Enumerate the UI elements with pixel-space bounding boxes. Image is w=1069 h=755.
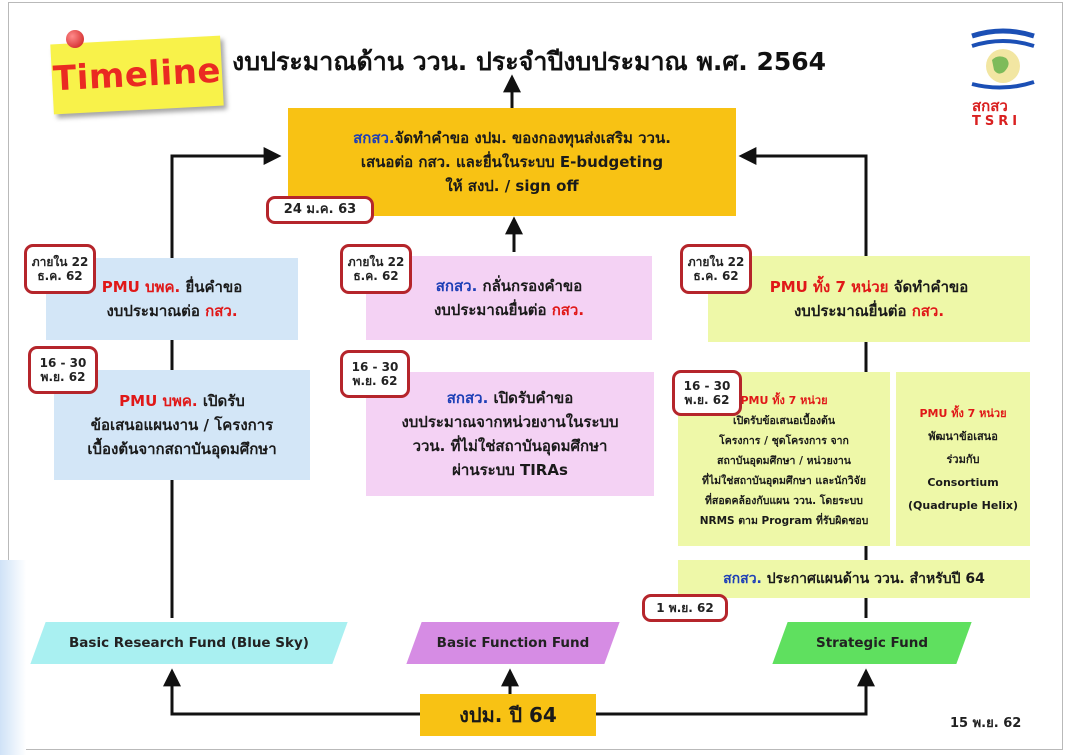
- right-open-line-4: ที่ไม่ใช่สถาบันอุดมศึกษา และนักวิจัย: [701, 475, 866, 487]
- right-open-line-2: โครงการ / ชุดโครงการ จาก: [719, 435, 849, 447]
- right-develop-line-3: Consortium: [927, 475, 999, 489]
- left-submit-org: PMU บพค.: [101, 278, 181, 296]
- arrow-bottom-left: [163, 668, 420, 716]
- slide-frame: [8, 2, 1063, 750]
- date-badge-within-middle: ภายใน 22 ธ.ค. 62: [340, 244, 412, 294]
- logo-thai: สกสว: [972, 97, 1008, 115]
- middle-open-line3: ววน. ที่ไม่ใช่สถาบันอุดมศึกษา: [412, 437, 608, 455]
- right-develop-org: PMU ทั้ง 7 หน่วย: [919, 406, 1007, 420]
- fund-basic-research-label: Basic Research Fund (Blue Sky): [69, 635, 309, 651]
- date-badge-announce: 1 พ.ย. 62: [642, 594, 728, 622]
- date-badge-jan: 24 ม.ค. 63: [266, 196, 374, 224]
- left-submit-target: กสว.: [205, 302, 238, 320]
- fund-basic-research: Basic Research Fund (Blue Sky): [30, 622, 348, 664]
- tsri-logo: สกสว TSRI: [968, 24, 1048, 144]
- fund-basic-function: Basic Function Fund: [406, 622, 620, 664]
- date-badge-nov-left: 16 - 30 พ.ย. 62: [28, 346, 98, 394]
- right-prep-org: PMU ทั้ง 7 หน่วย: [769, 278, 889, 296]
- middle-filter-target: กสว.: [551, 301, 585, 319]
- right-prep-line2: งบประมาณยื่นต่อ: [793, 302, 907, 320]
- middle-open-box: สกสว. เปิดรับคำขอ งบประมาณจากหน่วยงานในร…: [366, 372, 654, 496]
- date-badge-nov-middle: 16 - 30 พ.ย. 62: [340, 350, 410, 398]
- right-develop-line-4: (Quadruple Helix): [907, 498, 1019, 512]
- left-open-line2: ข้อเสนอแผนงาน / โครงการ: [90, 416, 274, 434]
- fund-strategic: Strategic Fund: [772, 622, 972, 664]
- side-gradient: [0, 560, 26, 755]
- right-open-line-5: ที่สอดคล้องกับแผน ววน. โดยระบบ: [705, 495, 863, 507]
- right-prep-target: กสว.: [911, 302, 945, 320]
- middle-open-line4: ผ่านระบบ TIRAs: [452, 461, 568, 479]
- left-submit-line2: งบประมาณต่อ: [106, 302, 200, 320]
- right-open-line-1: เปิดรับข้อเสนอเบื้องต้น: [732, 415, 836, 427]
- right-announce-rest: ประกาศแผนด้าน ววน. สำหรับปี 64: [766, 571, 985, 587]
- middle-filter-org: สกสว.: [435, 277, 478, 295]
- top-line1: จัดทำคำขอ งปม. ของกองทุนส่งเสริม ววน.: [394, 129, 671, 147]
- right-develop-box: PMU ทั้ง 7 หน่วย พัฒนาข้อเสนอ ร่วมกับ Co…: [896, 372, 1030, 546]
- top-line2: เสนอต่อ กสว. และยื่นในระบบ E-budgeting: [360, 153, 664, 171]
- top-line3: ให้ สงป. / sign off: [445, 177, 579, 195]
- right-develop-line-1: พัฒนาข้อเสนอ: [928, 429, 998, 443]
- middle-filter-line2: งบประมาณยื่นต่อ: [433, 301, 547, 319]
- timeline-label: Timeline: [52, 50, 222, 100]
- left-open-org: PMU บพค.: [119, 392, 198, 410]
- left-open-line1: เปิดรับ: [202, 392, 245, 410]
- right-announce-box: สกสว. ประกาศแผนด้าน ววน. สำหรับปี 64: [678, 560, 1030, 598]
- globe-logo-icon: [971, 28, 1035, 90]
- middle-open-line1: เปิดรับคำขอ: [493, 389, 574, 407]
- logo-english: TSRI: [972, 114, 1022, 129]
- right-open-line-3: สถาบันอุดมศึกษา / หน่วยงาน: [717, 455, 851, 467]
- middle-open-line2: งบประมาณจากหน่วยงานในระบบ: [401, 413, 619, 431]
- date-badge-within-right: ภายใน 22 ธ.ค. 62: [680, 244, 752, 294]
- page-title: งบประมาณด้าน ววน. ประจำปีงบประมาณ พ.ศ. 2…: [232, 47, 827, 76]
- date-badge-nov-right: 16 - 30 พ.ย. 62: [672, 370, 742, 416]
- budget-year-label: งปม. ปี 64: [459, 703, 557, 727]
- middle-filter-line1: กลั่นกรองคำขอ: [482, 277, 583, 295]
- fund-strategic-label: Strategic Fund: [816, 635, 928, 651]
- right-open-org: PMU ทั้ง 7 หน่วย: [740, 394, 828, 407]
- right-open-line-6: NRMS ตาม Program ที่รับผิดชอบ: [699, 515, 869, 527]
- budget-year-box: งปม. ปี 64: [420, 694, 596, 736]
- arrow-bottom-right: [596, 668, 875, 716]
- date-badge-within-left: ภายใน 22 ธ.ค. 62: [24, 244, 96, 294]
- middle-open-org: สกสว.: [446, 389, 489, 407]
- right-prep-box: PMU ทั้ง 7 หน่วย จัดทำคำขอ งบประมาณยื่นต…: [708, 256, 1030, 342]
- right-develop-line-2: ร่วมกับ: [946, 452, 980, 466]
- footer-date: 15 พ.ย. 62: [950, 716, 1022, 731]
- left-open-line3: เบื้องต้นจากสถาบันอุดมศึกษา: [87, 440, 277, 458]
- right-announce-org: สกสว.: [723, 571, 762, 587]
- right-prep-line1: จัดทำคำขอ: [893, 278, 969, 296]
- left-submit-line1: ยื่นคำขอ: [185, 278, 243, 296]
- pushpin-icon: [66, 30, 84, 48]
- fund-basic-function-label: Basic Function Fund: [436, 635, 590, 651]
- top-org: สกสว.: [353, 129, 395, 147]
- middle-filter-box: สกสว. กลั่นกรองคำขอ งบประมาณยื่นต่อ กสว.: [366, 256, 652, 340]
